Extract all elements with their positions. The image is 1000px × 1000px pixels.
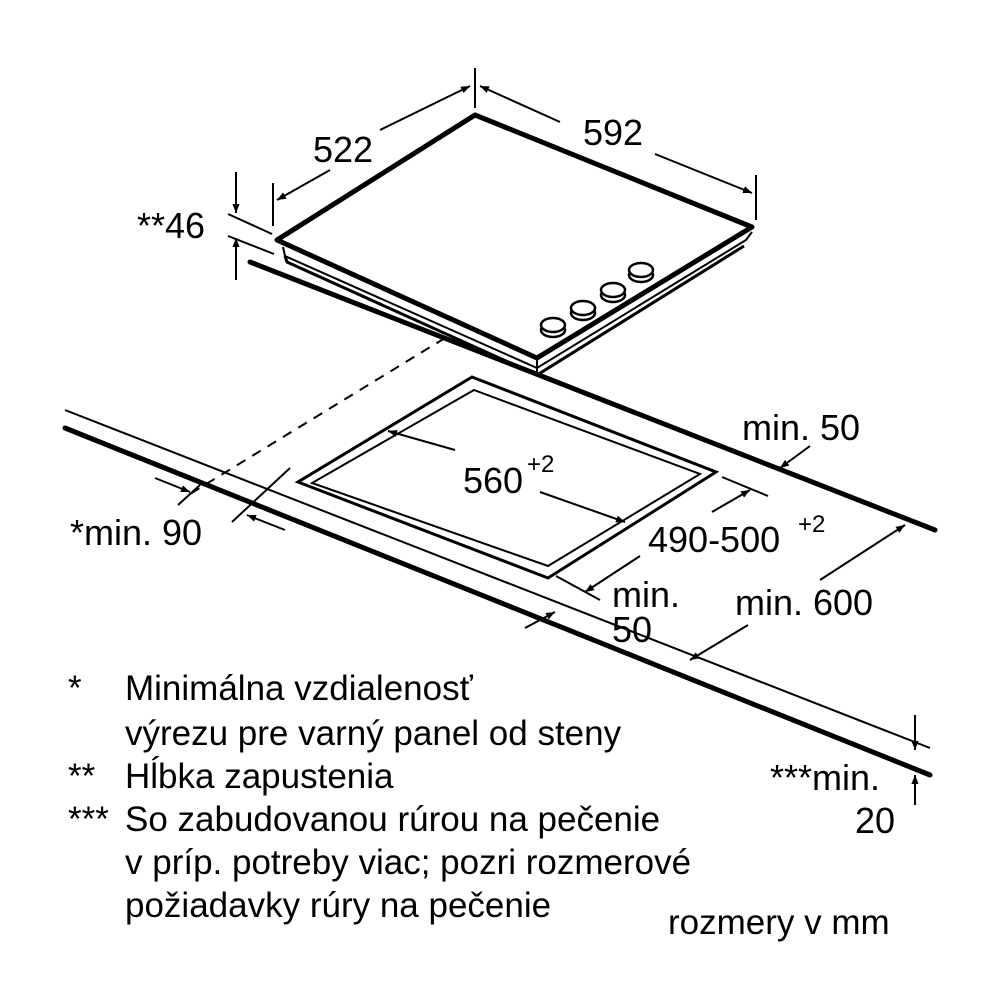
footnote-text: v príp. potreby viac; pozri rozmerové bbox=[125, 843, 691, 882]
footnote-marker: *** bbox=[68, 800, 109, 839]
wall-reference-dashed-line bbox=[184, 337, 446, 498]
dim-arrow-min90 bbox=[154, 477, 191, 493]
dim-arrow-560 bbox=[539, 491, 626, 523]
worktop-front-edge bbox=[62, 425, 933, 778]
worktop-depth-label: min. 600 bbox=[735, 582, 873, 623]
hob-frame-bottom bbox=[283, 244, 745, 377]
cutout-depth-label: 490-500 bbox=[648, 519, 780, 560]
oven-gap-value: 20 bbox=[855, 800, 895, 841]
footnote-text: So zabudovanou rúrou na pečenie bbox=[125, 800, 660, 839]
dim-arrow-min50-front bbox=[524, 611, 556, 629]
dim-arrow-min600 bbox=[819, 524, 906, 581]
knob-icon bbox=[599, 281, 627, 304]
dim-arrow-560 bbox=[387, 429, 456, 451]
oven-gap-label: ***min. bbox=[770, 757, 880, 798]
dim-arrow-522 bbox=[276, 169, 331, 201]
hob-depth-label: 522 bbox=[313, 129, 373, 170]
units-note: rozmery v mm bbox=[668, 903, 890, 942]
cutout-width-label: 560 bbox=[463, 460, 523, 501]
front-clearance-value: 50 bbox=[612, 609, 652, 650]
cutout-depth-tolerance: +2 bbox=[798, 511, 825, 538]
hob-width-label: 592 bbox=[583, 112, 643, 153]
footnote-text: požiadavky rúry na pečenie bbox=[125, 886, 551, 925]
hob bbox=[274, 112, 755, 377]
installation-depth-label: **46 bbox=[137, 205, 205, 246]
dim-arrow-min600 bbox=[689, 624, 749, 661]
footnote-text: výrezu pre varný panel od steny bbox=[125, 714, 622, 753]
cutout-outer bbox=[294, 375, 720, 580]
cutout bbox=[294, 375, 720, 580]
footnotes: * Minimálna vzdialenosť výrezu pre varný… bbox=[68, 669, 691, 925]
footnote-marker: * bbox=[68, 669, 82, 708]
dim-arrow-490-500 bbox=[584, 555, 641, 593]
wall-distance-label: *min. 90 bbox=[70, 512, 202, 553]
dim-arrow-min90 bbox=[246, 514, 286, 531]
worktop-back-edge bbox=[247, 259, 938, 533]
footnote-text: Hĺbka zapustenia bbox=[125, 756, 394, 796]
cutout-width-tolerance: +2 bbox=[527, 451, 554, 478]
knob-icon bbox=[539, 316, 567, 339]
footnote-marker: ** bbox=[68, 757, 96, 796]
cutout-inner bbox=[309, 388, 703, 568]
dim-arrow-min50-back bbox=[779, 445, 811, 469]
dim-arrow-490-500 bbox=[711, 489, 751, 513]
worktop-front-top-edge bbox=[64, 409, 931, 749]
knob-icon bbox=[569, 299, 597, 322]
dim-arrow-592 bbox=[654, 153, 753, 194]
worktop bbox=[62, 259, 938, 778]
control-knobs bbox=[539, 261, 655, 339]
back-clearance-label: min. 50 bbox=[742, 407, 860, 448]
hob-top bbox=[274, 112, 755, 361]
knob-icon bbox=[627, 261, 655, 284]
front-clearance-label: min. bbox=[612, 574, 680, 615]
dim-arrow-522 bbox=[379, 85, 471, 131]
dimension-lines bbox=[154, 68, 919, 805]
dim-arrow-592 bbox=[479, 85, 561, 123]
footnote-text: Minimálna vzdialenosť bbox=[125, 669, 474, 708]
